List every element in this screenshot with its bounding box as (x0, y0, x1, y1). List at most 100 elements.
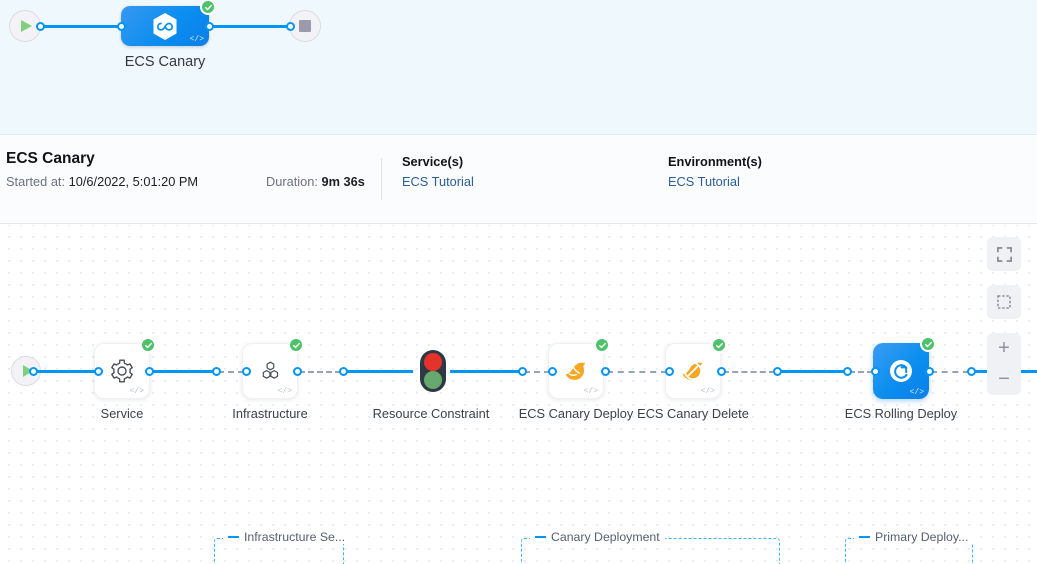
group-infra-in-port[interactable] (212, 367, 221, 376)
rolling-deploy-out-port[interactable] (925, 367, 934, 376)
wire-primary-dash-1 (849, 371, 873, 373)
wire-canary-dash-3 (723, 371, 775, 373)
environments-column: Environment(s) ECS Tutorial (668, 154, 762, 189)
infrastructure-icon (262, 361, 279, 379)
stop-port[interactable] (286, 21, 295, 31)
wire-service-out (150, 370, 216, 373)
zoom-in-button[interactable]: + (998, 337, 1010, 359)
canary-deploy-in-port[interactable] (548, 367, 557, 376)
group-infrastructure-label[interactable]: Infrastructure Se... (223, 530, 351, 544)
canary-deploy-out-port[interactable] (601, 367, 610, 376)
canary-delete-out-port[interactable] (717, 367, 726, 376)
play-icon (21, 20, 32, 32)
node-ecs-rolling-deploy[interactable]: </> (873, 336, 936, 399)
services-column: Service(s) ECS Tutorial (402, 154, 474, 189)
check-icon (715, 342, 723, 348)
zoom-controls[interactable]: + − (987, 333, 1021, 395)
code-glyph: </> (700, 387, 715, 396)
select-area-button[interactable] (987, 285, 1021, 319)
wire-infra-resource (345, 370, 413, 373)
started-at-value: 10/6/2022, 5:01:20 PM (68, 174, 199, 189)
node-ecs-canary-deploy-label: ECS Canary Deploy (518, 406, 634, 421)
wire-node-to-stop (209, 25, 287, 28)
check-icon (204, 4, 212, 10)
group-primary-deployment-text: Primary Deploy... (875, 530, 969, 544)
collapse-dash-icon[interactable] (535, 536, 546, 538)
group-canary-in-port[interactable] (518, 367, 527, 376)
wire-infra-dash-1 (218, 371, 244, 373)
canary-delete-in-port[interactable] (665, 367, 674, 376)
services-value-link[interactable]: ECS Tutorial (402, 174, 474, 189)
duration: Duration: 9m 36s (266, 174, 365, 189)
group-canary-deployment-label[interactable]: Canary Deployment (530, 530, 665, 544)
status-badge-success (711, 337, 727, 353)
execution-detail-bar: ECS Canary Started at: 10/6/2022, 5:01:2… (0, 136, 1037, 224)
status-badge-success (200, 0, 216, 15)
canvas-start-port[interactable] (29, 367, 38, 376)
wire-start-to-node (40, 25, 118, 28)
group-canary-deployment-text: Canary Deployment (551, 530, 660, 544)
check-icon (598, 342, 606, 348)
collapse-dash-icon[interactable] (228, 536, 239, 538)
canary-bird-icon (565, 362, 586, 380)
node-service[interactable]: </> (94, 337, 156, 399)
zoom-out-button[interactable]: − (998, 368, 1010, 390)
canary-bird-no-icon (682, 362, 703, 380)
node-resource-constraint[interactable] (405, 343, 461, 399)
check-icon (292, 342, 300, 348)
environments-header: Environment(s) (668, 154, 762, 169)
code-glyph: </> (583, 387, 598, 396)
group-infra-out-port[interactable] (339, 367, 348, 376)
page-title: ECS Canary (6, 150, 95, 167)
node-ecs-canary-delete[interactable]: </> (665, 337, 727, 399)
infrastructure-in-port[interactable] (242, 367, 251, 376)
infrastructure-out-port[interactable] (293, 367, 302, 376)
service-out-port[interactable] (145, 367, 154, 376)
node-service-label: Service (100, 406, 144, 421)
node-in-port[interactable] (117, 21, 126, 31)
wire-primary-dash-2 (931, 371, 969, 373)
code-glyph: </> (189, 35, 204, 44)
node-ecs-canary-deploy[interactable]: </> (548, 337, 610, 399)
play-icon (22, 365, 33, 377)
environments-value-link[interactable]: ECS Tutorial (668, 174, 740, 189)
group-infrastructure-text: Infrastructure Se... (244, 530, 346, 544)
group-primary-in-port[interactable] (843, 367, 852, 376)
rolling-deploy-in-port[interactable] (871, 367, 880, 376)
traffic-light-green (424, 371, 442, 389)
group-primary-deployment[interactable]: Primary Deploy... (845, 530, 974, 564)
group-canary-deployment[interactable]: Canary Deployment (521, 530, 780, 564)
mini-pipeline-node-label: ECS Canary (124, 54, 206, 70)
wire-canary-dash-1 (524, 371, 550, 373)
fullscreen-button[interactable] (987, 237, 1021, 271)
duration-label: Duration: (266, 174, 318, 189)
node-out-port[interactable] (205, 21, 214, 31)
status-badge-success (594, 337, 610, 353)
group-canary-out-port[interactable] (773, 367, 782, 376)
duration-value: 9m 36s (321, 174, 365, 189)
pipeline-canvas[interactable]: Infrastructure Se... Canary Deployment P… (0, 225, 1037, 564)
pipeline-start-node[interactable] (9, 10, 41, 42)
node-resource-constraint-label: Resource Constraint (372, 406, 490, 421)
harness-logo-icon (153, 12, 177, 40)
wire-infra-dash-2 (299, 371, 341, 373)
status-badge-success (920, 336, 936, 352)
check-icon (924, 341, 932, 347)
status-badge-success (140, 337, 156, 353)
started-at-label: Started at: (6, 174, 66, 189)
wire-resource-canary (450, 370, 520, 373)
collapse-dash-icon[interactable] (859, 536, 870, 538)
group-primary-deployment-label[interactable]: Primary Deploy... (854, 530, 974, 544)
wire-canary-dash-2 (607, 371, 667, 373)
ecs-rolling-icon (890, 360, 912, 382)
code-glyph: </> (909, 388, 924, 397)
wire-canary-primary (779, 370, 847, 373)
group-primary-out-port[interactable] (967, 367, 976, 376)
group-infrastructure[interactable]: Infrastructure Se... (214, 530, 351, 564)
mini-pipeline-node[interactable]: </> (121, 0, 216, 46)
service-in-port[interactable] (94, 367, 103, 376)
traffic-light-red (424, 353, 442, 371)
check-icon (144, 342, 152, 348)
node-ecs-rolling-deploy-label: ECS Rolling Deploy (844, 406, 958, 421)
start-port[interactable] (36, 21, 45, 31)
